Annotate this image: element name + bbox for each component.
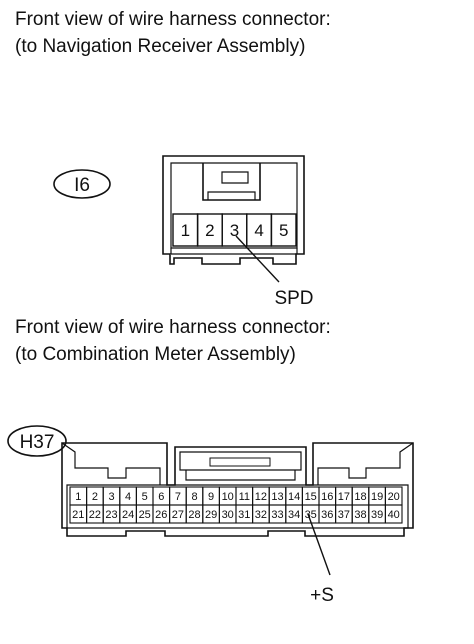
connector2-pin-32: 32	[255, 509, 267, 521]
connector2-drawing	[7, 425, 414, 576]
connector2-pin-37: 37	[338, 509, 350, 521]
connector1-tag-oval	[53, 169, 111, 199]
connector2-pin-5: 5	[142, 491, 148, 503]
connector1-tag: I6	[74, 175, 90, 196]
connector2-pin-8: 8	[191, 491, 197, 503]
connector1-pin-2: 2	[205, 221, 214, 240]
connector2-pin-1: 1	[75, 491, 81, 503]
connector2-latch-base	[185, 470, 296, 481]
connector2-pin-34: 34	[288, 509, 300, 521]
connector2-pin-23: 23	[105, 509, 117, 521]
connector2-pin-40: 40	[388, 509, 400, 521]
connector1-callout-label: SPD	[274, 288, 313, 309]
connector2-pin-31: 31	[238, 509, 250, 521]
connector2-leader-line	[307, 513, 331, 576]
connector2-pin-7: 7	[175, 491, 181, 503]
connector2-pin-17: 17	[338, 491, 350, 503]
connector1-latch	[202, 163, 261, 201]
connector2-caption-line-1: Front view of wire harness connector:	[15, 317, 331, 338]
connector1-pin-5-cell	[270, 213, 297, 247]
connector2-pin-40-cell	[384, 504, 403, 524]
connector2-pin-21: 21	[72, 509, 84, 521]
connector1-pin-3: 3	[230, 221, 239, 240]
connector2-pin-2: 2	[92, 491, 98, 503]
connector2-pin-15: 15	[305, 491, 317, 503]
connector2-pin-30: 30	[222, 509, 234, 521]
connector1-pin-5: 5	[279, 221, 288, 240]
connector2-pin-25: 25	[139, 509, 151, 521]
connector2-pin-16: 16	[321, 491, 333, 503]
connector2-pin-6: 6	[158, 491, 164, 503]
connector1-pin-row	[172, 213, 297, 247]
connector2-pin-3: 3	[108, 491, 114, 503]
connector1-leader-line	[235, 235, 280, 283]
connector1-caption-line-1: Front view of wire harness connector:	[15, 9, 331, 30]
connector2-pin-9: 9	[208, 491, 214, 503]
connector2-pin-36: 36	[321, 509, 333, 521]
connector1-latch-window	[221, 171, 249, 184]
connector2-pin-28: 28	[188, 509, 200, 521]
connector2-inner-frame	[66, 484, 409, 529]
connector2-caption: Front view of wire harness connector: (t…	[15, 314, 331, 368]
connector2-pin-14: 14	[288, 491, 300, 503]
connector2-latch-window	[209, 457, 271, 467]
connector1-caption-line-2: (to Navigation Receiver Assembly)	[15, 36, 306, 57]
connector2-pin-10: 10	[222, 491, 234, 503]
connector2-pin-22: 22	[89, 509, 101, 521]
connector2-pin-4: 4	[125, 491, 131, 503]
connector2-housing	[61, 442, 414, 537]
connector2-pin-12: 12	[255, 491, 267, 503]
connector1-housing	[162, 155, 305, 265]
connector2-pin-18: 18	[354, 491, 366, 503]
connector1-bottom-rail	[170, 248, 298, 255]
connector2-pin-19: 19	[371, 491, 383, 503]
connector2-pin-13: 13	[271, 491, 283, 503]
connector2-pin-11: 11	[239, 491, 250, 503]
connector2-tag-oval	[7, 425, 67, 457]
connector2-pin-grid	[69, 486, 403, 524]
connector2-right-step	[317, 442, 414, 485]
connector2-pin-33: 33	[271, 509, 283, 521]
connector2-pin-24: 24	[122, 509, 134, 521]
connector1-pin-1: 1	[181, 221, 190, 240]
connector2-latch	[179, 451, 302, 471]
connector2-pin-20: 20	[388, 491, 400, 503]
connector2-pin-35: 35	[305, 509, 317, 521]
connector2-pin-38: 38	[354, 509, 366, 521]
connector2-pin-29: 29	[205, 509, 217, 521]
connector2-pin-27: 27	[172, 509, 184, 521]
connector2-pin-26: 26	[155, 509, 167, 521]
connector2-tag: H37	[20, 432, 55, 453]
connector1-latch-base	[207, 191, 256, 200]
connector2-pin-39: 39	[371, 509, 383, 521]
connector1-caption: Front view of wire harness connector: (t…	[15, 6, 331, 60]
connector1-pin-4: 4	[254, 221, 263, 240]
connector2-caption-line-2: (to Combination Meter Assembly)	[15, 344, 296, 365]
connector2-left-step	[61, 442, 161, 485]
connector2-callout-label: +S	[310, 585, 334, 606]
connector1-drawing	[53, 155, 305, 283]
